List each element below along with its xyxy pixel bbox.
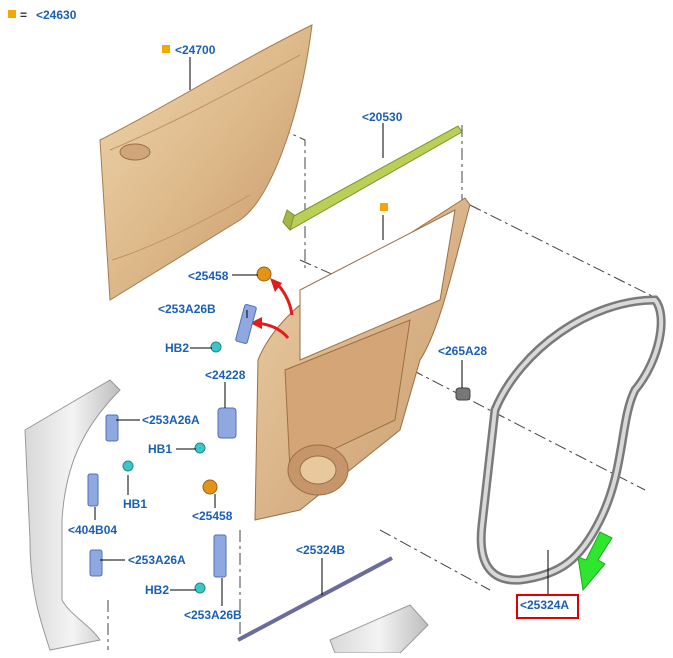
- bolt-hb1-pillar: [122, 460, 134, 472]
- door-seal: [476, 295, 666, 585]
- striker: [87, 473, 99, 507]
- label-grommet[interactable]: <265A28: [438, 344, 488, 358]
- label-outer-panel[interactable]: <24700: [175, 43, 216, 57]
- label-striker[interactable]: <404B04: [68, 523, 118, 537]
- bolt-hb1-mid: [194, 442, 206, 454]
- label-bolt-lower[interactable]: HB2: [145, 583, 170, 597]
- legend-marker: [8, 10, 16, 18]
- b-pillar: [24, 379, 121, 651]
- red-arrow-head-1: [270, 278, 282, 292]
- leader-lines: [94, 57, 549, 606]
- assembly-line-belt: [379, 529, 491, 591]
- label-bumper-lower[interactable]: <25458: [192, 509, 233, 523]
- assembly-line-seal-top: [469, 204, 661, 301]
- glass-run-channel: [282, 125, 463, 232]
- legend-equals: =: [20, 8, 28, 22]
- sill-panel: [329, 604, 429, 654]
- hinge-upper: [235, 304, 257, 344]
- grommet: [455, 387, 471, 401]
- bumper-lower: [202, 479, 218, 495]
- pillar-hinge-lower: [89, 549, 103, 577]
- bolt-hb2-upper: [210, 341, 222, 353]
- red-arrow-head-2: [250, 317, 262, 329]
- label-pillar-hinge-upper[interactable]: <253A26A: [142, 413, 200, 427]
- green-arrow: [577, 531, 613, 592]
- bolts: [122, 341, 222, 594]
- legend-reference[interactable]: <24630: [36, 8, 77, 22]
- outer-door-panel: [99, 24, 313, 301]
- check-strap: [217, 407, 237, 439]
- label-bumper-upper[interactable]: <25458: [188, 269, 229, 283]
- assembly-line-seal-mid: [411, 369, 646, 491]
- label-bolt-upper[interactable]: HB2: [165, 341, 190, 355]
- bumper-upper: [256, 266, 272, 282]
- label-door-seal[interactable]: <25324A: [520, 598, 570, 612]
- belt-weatherstrip: [237, 556, 393, 642]
- hinge-lower: [213, 534, 227, 578]
- inner-door-frame: [254, 197, 471, 521]
- label-bolt-pillar[interactable]: HB1: [123, 497, 148, 511]
- highlight-box: [516, 594, 579, 619]
- pillar-hinge-upper: [105, 414, 119, 442]
- label-hinge-lower[interactable]: <253A26B: [184, 608, 242, 622]
- label-glass-run[interactable]: <20530: [362, 110, 403, 124]
- label-pillar-hinge-lower[interactable]: <253A26A: [128, 553, 186, 567]
- inner-panel-marker: [380, 203, 388, 211]
- label-bolt-mid[interactable]: HB1: [148, 442, 173, 456]
- label-check-strap[interactable]: <24228: [205, 368, 246, 382]
- hinges: [87, 304, 257, 578]
- bolt-hb2-lower: [194, 582, 206, 594]
- label-belt-weatherstrip[interactable]: <25324B: [296, 543, 346, 557]
- label-hinge-upper[interactable]: <253A26B: [158, 302, 216, 316]
- outer-panel-marker: [162, 45, 170, 53]
- bumpers: [202, 266, 272, 495]
